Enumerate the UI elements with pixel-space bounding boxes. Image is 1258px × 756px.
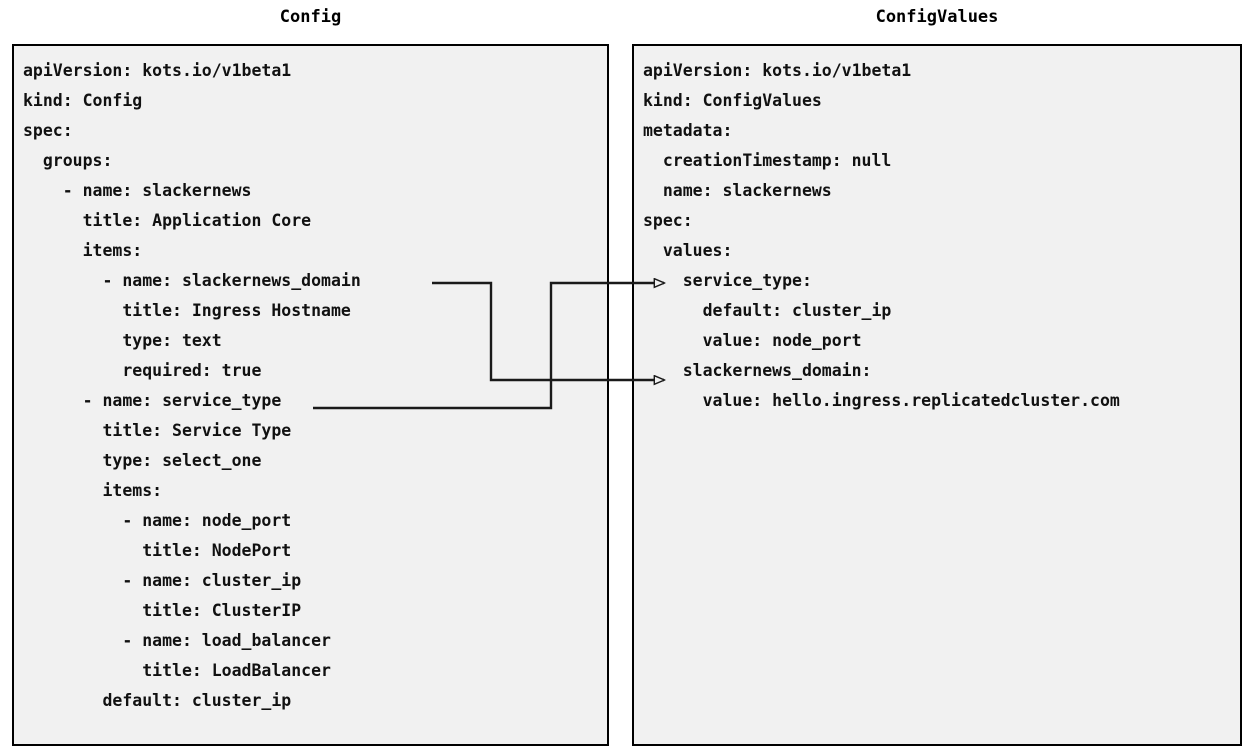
configvalues-panel-title: ConfigValues — [875, 7, 999, 27]
config-yaml-lines: apiVersion: kots.io/v1beta1 kind: Config s… — [23, 56, 607, 716]
configvalues-yaml-line: name: slackernews — [643, 181, 832, 200]
config-yaml-line: type: select_one — [23, 451, 262, 470]
configvalues-yaml-lines: apiVersion: kots.io/v1beta1 kind: ConfigV… — [643, 56, 1240, 416]
configvalues-yaml-line: apiVersion: kots.io/v1beta1 — [643, 61, 912, 80]
config-yaml-line: items: — [23, 481, 163, 500]
configvalues-yaml-line: value: node_port — [643, 331, 862, 350]
configvalues-yaml-line: creationTimestamp: null — [643, 151, 892, 170]
config-yaml-line: default: cluster_ip — [23, 691, 292, 710]
config-yaml-line: - name: node_port — [23, 511, 292, 530]
configvalues-yaml-line: values: — [643, 241, 733, 260]
configvalues-yaml-line: kind: ConfigValues — [643, 91, 822, 110]
configvalues-yaml-line: spec: — [643, 211, 693, 230]
config-yaml-line: items: — [23, 241, 143, 260]
configvalues-yaml-line: service_type: — [643, 271, 812, 290]
config-yaml-line: title: NodePort — [23, 541, 292, 560]
configvalues-yaml-line: value: hello.ingress.replicatedcluster.c… — [643, 391, 1120, 410]
config-yaml-line: title: Service Type — [23, 421, 292, 440]
configvalues-yaml-line: slackernews_domain: — [643, 361, 872, 380]
config-yaml-line: title: Ingress Hostname — [23, 301, 351, 320]
config-panel-title: Config — [279, 7, 342, 27]
config-yaml-line: required: true — [23, 361, 262, 380]
configvalues-yaml-line: default: cluster_ip — [643, 301, 892, 320]
config-yaml-line: kind: Config — [23, 91, 143, 110]
configvalues-yaml-line: metadata: — [643, 121, 733, 140]
config-yaml-line: title: ClusterIP — [23, 601, 302, 620]
config-yaml-line: - name: cluster_ip — [23, 571, 302, 590]
config-yaml-line: type: text — [23, 331, 222, 350]
configvalues-yaml-panel: apiVersion: kots.io/v1beta1 kind: ConfigV… — [632, 44, 1242, 746]
config-yaml-line: groups: — [23, 151, 113, 170]
config-yaml-line: - name: slackernews — [23, 181, 252, 200]
config-yaml-line: title: LoadBalancer — [23, 661, 331, 680]
config-yaml-line: - name: slackernews_domain — [23, 271, 361, 290]
config-yaml-line: spec: — [23, 121, 73, 140]
config-yaml-panel: apiVersion: kots.io/v1beta1 kind: Config s… — [12, 44, 609, 746]
config-yaml-line: - name: load_balancer — [23, 631, 331, 650]
config-yaml-line: apiVersion: kots.io/v1beta1 — [23, 61, 292, 80]
config-yaml-line: - name: service_type — [23, 391, 282, 410]
config-yaml-line: title: Application Core — [23, 211, 312, 230]
